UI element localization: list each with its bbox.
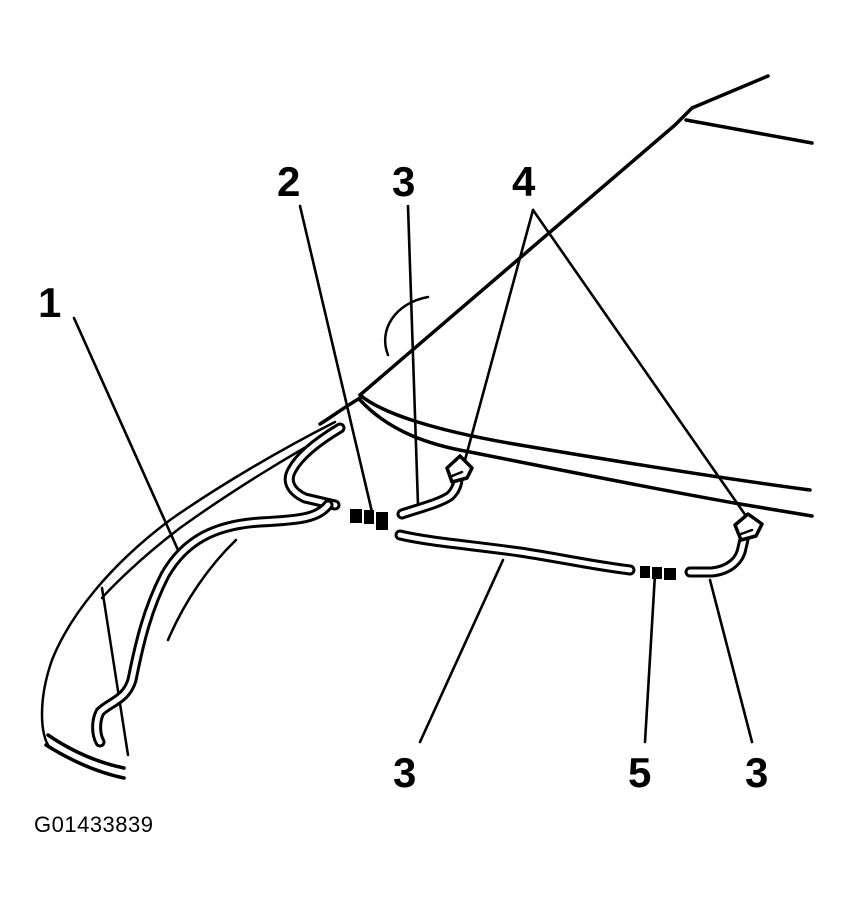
leader-3-top: [406, 204, 420, 507]
nozzle-right: [733, 512, 764, 542]
hood-rear-edge: [358, 74, 770, 397]
leader-5: [643, 572, 657, 744]
bumper-line-2: [44, 743, 126, 780]
leader-3-bottom-right: [708, 578, 754, 744]
leader-lines: [72, 204, 754, 744]
callout-3-top: 3: [392, 158, 415, 205]
fender-inner-curve: [166, 538, 238, 642]
callout-1: 1: [38, 279, 61, 326]
callout-5: 5: [628, 749, 651, 796]
leader-4-left: [463, 208, 535, 462]
callout-3-bottom-right: 3: [745, 749, 768, 796]
figure-id: G01433839: [34, 812, 154, 837]
washer-hoses: [91, 422, 752, 748]
vehicle-body-outline: [40, 74, 814, 780]
callout-3-bottom-left: 3: [393, 749, 416, 796]
callout-2: 2: [277, 158, 300, 205]
callout-labels: 1 2 3 4 3 5 3: [38, 158, 768, 796]
bumper-line-1: [46, 733, 126, 770]
leader-4-right: [531, 208, 748, 518]
nozzle-left: [445, 454, 474, 484]
leader-1: [72, 316, 180, 552]
fender-side-line: [100, 586, 130, 757]
leader-3-bottom-left: [418, 558, 505, 744]
windshield-base-line: [684, 118, 814, 145]
connector-5: [640, 566, 676, 580]
leader-2: [298, 204, 374, 514]
hose-right-nozzle-outer: [684, 524, 752, 578]
hose-upper-left-nozzle-inner: [399, 475, 461, 517]
fender-outer-edge-1: [40, 420, 337, 750]
hose-cross-inner: [397, 532, 633, 573]
callout-4: 4: [512, 158, 536, 205]
hood-front-edge: [318, 396, 362, 426]
hose-reservoir-outer: [91, 499, 334, 748]
hood-surface-upper-edge: [358, 393, 812, 492]
hose-reservoir-inner: [94, 502, 331, 745]
fender-outer-edge-2: [100, 426, 342, 600]
cowl-curve: [383, 295, 430, 357]
hood-surface-lower-edge: [358, 398, 814, 518]
connector-2: [350, 509, 388, 530]
hose-main-left-inner: [286, 425, 343, 508]
